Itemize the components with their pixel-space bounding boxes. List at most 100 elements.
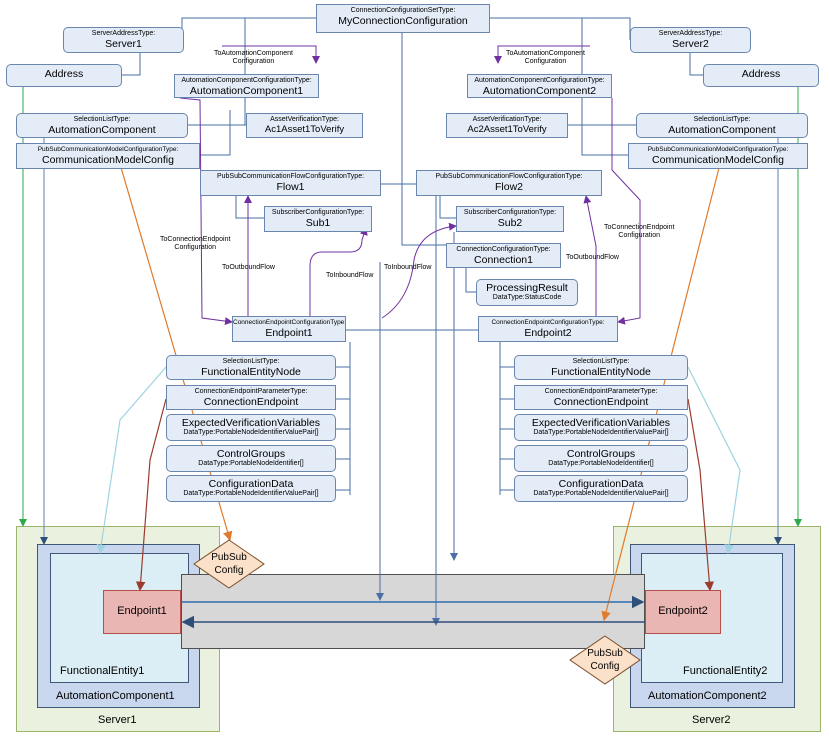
ac2-node: AutomationComponentConfigurationType: Au… bbox=[467, 74, 612, 98]
endpoint2-name: Endpoint2 bbox=[524, 327, 572, 339]
evv2-node: ExpectedVerificationVariables DataType:P… bbox=[514, 414, 688, 441]
fen1-node: SelectionListType: FunctionalEntityNode bbox=[166, 355, 336, 380]
flow2-name: Flow2 bbox=[494, 181, 523, 193]
connection1-name: Connection1 bbox=[474, 254, 533, 266]
cd2-name: ConfigurationData bbox=[558, 478, 644, 490]
pubsub-config1-diamond bbox=[193, 539, 265, 589]
fen1-type: SelectionListType: bbox=[222, 358, 280, 365]
automation-component1-label: AutomationComponent1 bbox=[56, 690, 175, 702]
to-cep-label-1: ToConnectionEndpoint Configuration bbox=[160, 236, 231, 251]
address1-node: Address bbox=[6, 64, 122, 87]
endpoint2-node: ConnectionEndpointConfigurationType: End… bbox=[478, 316, 618, 342]
sub2-node: SubscriberConfigurationType: Sub2 bbox=[456, 206, 564, 232]
evv2-name: ExpectedVerificationVariables bbox=[531, 417, 671, 429]
ac1-type: AutomationComponentConfigurationType: bbox=[181, 77, 312, 84]
fen2-name: FunctionalEntityNode bbox=[551, 366, 651, 378]
connection-set-name: MyConnectionConfiguration bbox=[338, 15, 468, 27]
endpoint1-name: Endpoint1 bbox=[265, 327, 313, 339]
communication-band bbox=[181, 574, 645, 649]
cep1-node: ConnectionEndpointParameterType: Connect… bbox=[166, 385, 336, 410]
pubsub-config2-diamond bbox=[569, 635, 641, 685]
to-cep-label-2: ToConnectionEndpoint Configuration bbox=[604, 224, 675, 239]
server2-type: ServerAddressType: bbox=[658, 30, 723, 37]
automation-component2-label: AutomationComponent2 bbox=[648, 690, 767, 702]
sub1-type: SubscriberConfigurationType: bbox=[271, 209, 365, 216]
evv1-datatype: DataType:PortableNodeIdentifierValuePair… bbox=[183, 429, 319, 436]
processing-result-node: ProcessingResult DataType:StatusCode bbox=[476, 279, 578, 306]
flow2-type: PubSubCommunicationFlowConfigurationType… bbox=[435, 173, 583, 180]
functional-entity1-label: FunctionalEntity1 bbox=[60, 665, 145, 677]
ac2-name: AutomationComponent2 bbox=[482, 85, 597, 97]
ac2-type: AutomationComponentConfigurationType: bbox=[474, 77, 605, 84]
endpoint2-box: Endpoint2 bbox=[645, 590, 721, 634]
endpoint2-type: ConnectionEndpointConfigurationType: bbox=[491, 319, 605, 326]
cd2-node: ConfigurationData DataType:PortableNodeI… bbox=[514, 475, 688, 502]
asset1-type: AssetVerificationType: bbox=[270, 116, 339, 123]
selection-ac2-node: SelectionListType: AutomationComponent bbox=[636, 113, 808, 138]
cep2-name: ConnectionEndpoint bbox=[553, 396, 649, 408]
server2-label: Server2 bbox=[692, 714, 731, 726]
selection-ac1-node: SelectionListType: AutomationComponent bbox=[16, 113, 188, 138]
comm-model1-node: PubSubCommunicationModelConfigurationTyp… bbox=[16, 143, 200, 169]
evv1-node: ExpectedVerificationVariables DataType:P… bbox=[166, 414, 336, 441]
asset2-type: AssetVerificationType: bbox=[472, 116, 542, 123]
server2-name: Server2 bbox=[672, 38, 709, 50]
cep2-node: ConnectionEndpointParameterType: Connect… bbox=[514, 385, 688, 410]
endpoint1-type: ConnectionEndpointConfigurationType: bbox=[233, 319, 346, 326]
to-inbound-label-2: ToInboundFlow bbox=[384, 264, 432, 271]
address2-node: Address bbox=[703, 64, 819, 87]
to-ac-label-2: ToAutomationComponent Configuration bbox=[506, 50, 585, 65]
flow2-node: PubSubCommunicationFlowConfigurationType… bbox=[416, 170, 602, 196]
selection-ac2-name: AutomationComponent bbox=[668, 124, 776, 136]
sub2-name: Sub2 bbox=[497, 217, 523, 229]
asset2-name: Ac2Asset1ToVerify bbox=[467, 124, 547, 135]
pubsub-config2-label: PubSub Config bbox=[587, 648, 623, 672]
comm-model2-node: PubSubCommunicationModelConfigurationTyp… bbox=[628, 143, 808, 169]
connection-set-type: ConnectionConfigurationSetType: bbox=[350, 7, 456, 14]
to-inbound-label-1: ToInboundFlow bbox=[326, 272, 374, 279]
comm-model1-name: CommunicationModelConfig bbox=[42, 154, 174, 166]
sub2-type: SubscriberConfigurationType: bbox=[463, 209, 557, 216]
server2-node: ServerAddressType: Server2 bbox=[630, 27, 751, 53]
server1-name: Server1 bbox=[105, 38, 142, 50]
server1-label: Server1 bbox=[98, 714, 137, 726]
sub1-node: SubscriberConfigurationType: Sub1 bbox=[264, 206, 372, 232]
flow1-name: Flow1 bbox=[276, 181, 305, 193]
fen2-node: SelectionListType: FunctionalEntityNode bbox=[514, 355, 688, 380]
functional-entity2-label: FunctionalEntity2 bbox=[683, 665, 768, 677]
flow1-node: PubSubCommunicationFlowConfigurationType… bbox=[200, 170, 381, 196]
evv2-datatype: DataType:PortableNodeIdentifierValuePair… bbox=[533, 429, 669, 436]
asset1-node: AssetVerificationType: Ac1Asset1ToVerify bbox=[246, 113, 363, 138]
endpoint1-node: ConnectionEndpointConfigurationType: End… bbox=[232, 316, 346, 342]
ac1-node: AutomationComponentConfigurationType: Au… bbox=[174, 74, 319, 98]
cep1-name: ConnectionEndpoint bbox=[203, 396, 299, 408]
cd2-datatype: DataType:PortableNodeIdentifierValuePair… bbox=[533, 490, 669, 497]
processing-result-datatype: DataType:StatusCode bbox=[492, 294, 562, 301]
cep1-type: ConnectionEndpointParameterType: bbox=[194, 388, 308, 395]
cg1-node: ControlGroups DataType:PortableNodeIdent… bbox=[166, 445, 336, 472]
ac1-name: AutomationComponent1 bbox=[189, 85, 304, 97]
comm-model2-name: CommunicationModelConfig bbox=[652, 154, 784, 166]
asset2-node: AssetVerificationType: Ac2Asset1ToVerify bbox=[446, 113, 568, 138]
cg1-datatype: DataType:PortableNodeIdentifier[] bbox=[198, 460, 304, 467]
server1-node: ServerAddressType: Server1 bbox=[63, 27, 184, 53]
asset1-name: Ac1Asset1ToVerify bbox=[264, 124, 345, 135]
cd1-datatype: DataType:PortableNodeIdentifierValuePair… bbox=[183, 490, 319, 497]
cg1-name: ControlGroups bbox=[216, 448, 286, 460]
to-outbound-label-2: ToOutboundFlow bbox=[566, 254, 619, 261]
address2-name: Address bbox=[741, 68, 781, 80]
pubsub-config1-label: PubSub Config bbox=[211, 552, 247, 576]
comm-model1-type: PubSubCommunicationModelConfigurationTyp… bbox=[37, 146, 179, 153]
fen1-name: FunctionalEntityNode bbox=[201, 366, 301, 378]
cg2-datatype: DataType:PortableNodeIdentifier[] bbox=[548, 460, 654, 467]
address1-name: Address bbox=[44, 68, 84, 80]
cg2-name: ControlGroups bbox=[566, 448, 636, 460]
processing-result-name: ProcessingResult bbox=[486, 282, 568, 294]
cd1-node: ConfigurationData DataType:PortableNodeI… bbox=[166, 475, 336, 502]
sub1-name: Sub1 bbox=[305, 217, 331, 229]
cep2-type: ConnectionEndpointParameterType: bbox=[544, 388, 658, 395]
to-ac-label-1: ToAutomationComponent Configuration bbox=[214, 50, 293, 65]
selection-ac1-type: SelectionListType: bbox=[73, 116, 131, 123]
to-outbound-label-1: ToOutboundFlow bbox=[222, 264, 275, 271]
evv1-name: ExpectedVerificationVariables bbox=[181, 417, 321, 429]
